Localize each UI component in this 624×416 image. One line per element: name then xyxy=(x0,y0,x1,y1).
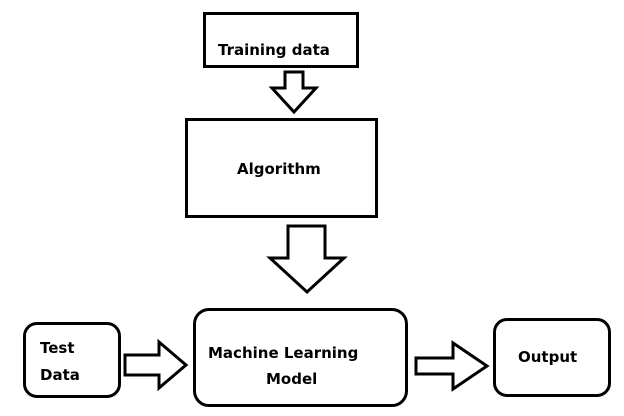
output-box: Output xyxy=(493,318,611,397)
ml-model-label-line2: Model xyxy=(266,370,318,388)
training-data-box: Training data xyxy=(203,12,359,68)
arrow-model-to-output xyxy=(414,340,490,392)
test-data-label-line2: Data xyxy=(40,366,80,384)
arrow-training-to-algorithm xyxy=(268,70,320,115)
arrow-algorithm-to-model xyxy=(266,224,348,295)
algorithm-label: Algorithm xyxy=(237,160,321,178)
training-data-label: Training data xyxy=(218,41,330,59)
ml-model-label-line1: Machine Learning xyxy=(208,344,359,362)
ml-model-box: Machine Learning Model xyxy=(193,308,408,407)
test-data-label-line1: Test xyxy=(40,339,75,357)
output-label: Output xyxy=(518,348,578,366)
test-data-box: Test Data xyxy=(23,322,121,398)
algorithm-box: Algorithm xyxy=(185,118,378,218)
arrow-testdata-to-model xyxy=(123,338,189,392)
